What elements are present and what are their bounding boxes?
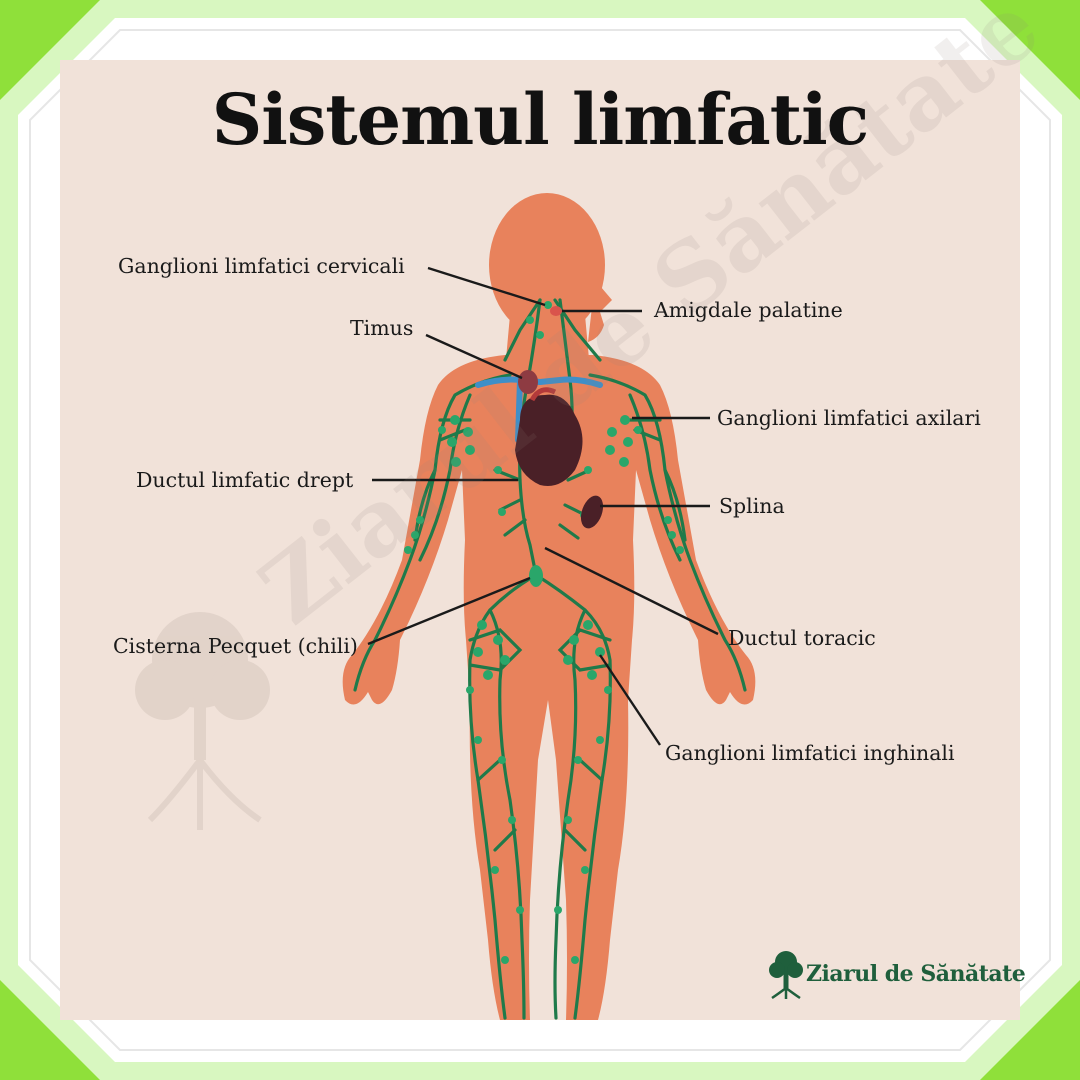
leader-cisterna (367, 576, 531, 646)
lymph-nodes (404, 301, 684, 964)
tonsils-organ (550, 306, 562, 316)
label-right-duct: Ductul limfatic drept (136, 468, 354, 492)
watermark-tree-icon (135, 612, 270, 830)
leader-cervical (427, 266, 546, 307)
page-title: Sistemul limfatic (211, 78, 870, 161)
head (489, 193, 605, 337)
cisterna-organ (529, 565, 543, 587)
brand-tree-icon (769, 951, 803, 1000)
leader-inguinal (599, 654, 661, 746)
thymus-organ (518, 370, 538, 394)
leader-lines (367, 266, 719, 746)
leader-thymus (425, 333, 523, 380)
torso-arms-legs (342, 355, 756, 1020)
label-axillary-nodes: Ganglioni limfatici axilari (717, 406, 981, 430)
leader-thoracic-duct (544, 546, 719, 636)
label-cervical-nodes: Ganglioni limfatici cervicali (118, 254, 405, 278)
label-tonsils: Amigdale palatine (654, 298, 843, 322)
spleen-organ (580, 495, 604, 529)
label-thymus: Timus (350, 316, 414, 340)
label-thoracic-duct: Ductul toracic (728, 626, 876, 650)
label-inguinal-nodes: Ganglioni limfatici inghinali (665, 741, 955, 765)
label-spleen: Splina (719, 494, 785, 518)
heart-organ (515, 387, 583, 486)
label-cisterna: Cisterna Pecquet (chili) (113, 634, 358, 658)
brand-name: Ziarul de Sănătate (806, 961, 1026, 987)
brand-logo: Ziarul de Sănătate (768, 948, 1026, 1000)
